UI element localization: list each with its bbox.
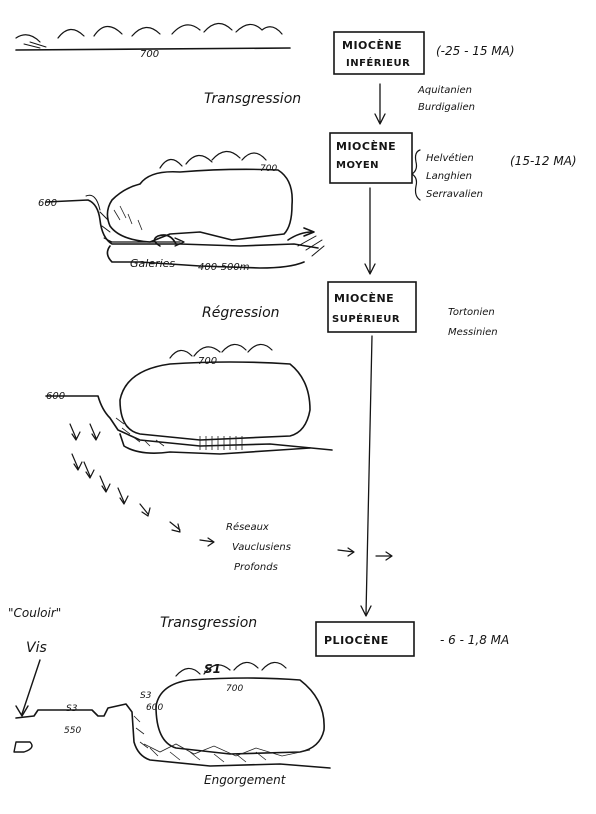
stage-2-label: MIOCÈNE bbox=[336, 140, 396, 153]
stage-3-sub-2: Messinien bbox=[448, 327, 498, 338]
stage-1-sublabel: INFÉRIEUR bbox=[346, 56, 410, 69]
reseaux-label-1: Réseaux bbox=[226, 521, 269, 533]
stage-box-3: MIOCÈNE SUPÉRIEUR bbox=[327, 281, 417, 333]
stage-2-sub-2: Langhien bbox=[426, 171, 472, 182]
stage-2-sub-3: Serravalien bbox=[426, 189, 483, 200]
sketch-2-depth: 400-500m bbox=[198, 262, 250, 273]
stage-box-4: PLIOCÈNE bbox=[315, 621, 415, 657]
sketch-3-massif: 700 600 bbox=[45, 343, 333, 455]
stage-box-2: MIOCÈNE MOYEN bbox=[329, 132, 413, 184]
sketch-2-galeries: Galeries bbox=[130, 257, 175, 270]
stage-4-label: PLIOCÈNE bbox=[324, 634, 389, 647]
stage-2-brace bbox=[411, 149, 421, 201]
sketch-4-couloir: "Couloir" bbox=[8, 606, 61, 620]
stage-3-sub-1: Tortonien bbox=[448, 307, 495, 318]
event-regression: Régression bbox=[202, 305, 280, 321]
sketch-1-surface: 700 bbox=[15, 22, 291, 60]
event-transgression-1: Transgression bbox=[204, 91, 301, 107]
sketch-2-altitude-left: 600 bbox=[38, 198, 57, 209]
stage-1-sub-2: Burdigalien bbox=[418, 102, 475, 113]
sketch-4-altitude-550: 550 bbox=[64, 726, 81, 736]
stage-box-1: MIOCÈNE INFÉRIEUR bbox=[333, 31, 425, 75]
stage-1-label: MIOCÈNE bbox=[342, 39, 402, 52]
sketch-4-s1: S1 bbox=[204, 662, 221, 676]
sketch-4-engorgement: Engorgement bbox=[204, 773, 287, 787]
stage-2-age: (15-12 MA) bbox=[510, 154, 577, 168]
sketch-4-s3-left: S3 bbox=[66, 704, 78, 714]
sketch-4-altitude-600: 600 bbox=[146, 703, 163, 713]
stage-4-age: - 6 - 1,8 MA bbox=[440, 633, 509, 647]
stage-2-sub-1: Helvétien bbox=[426, 152, 474, 164]
stage-1-sub-1: Aquitanien bbox=[417, 85, 472, 96]
stage-1-age: (-25 - 15 MA) bbox=[436, 44, 515, 58]
stage-3-label: MIOCÈNE bbox=[334, 292, 394, 305]
stage-2-sublabel: MOYEN bbox=[336, 160, 379, 171]
sketch-4-massif: "Couloir" Vis S1 700 S3 600 S3 550 Engor… bbox=[8, 606, 331, 787]
sketch-3-altitude-left: 600 bbox=[46, 391, 65, 402]
timeline-arrows bbox=[360, 83, 386, 617]
descending-arrows bbox=[69, 423, 393, 561]
sketch-2-massif: 700 600 Galeries 400-500m bbox=[38, 150, 325, 273]
sketch-2-altitude-top: 700 bbox=[260, 164, 277, 174]
stage-3-sublabel: SUPÉRIEUR bbox=[332, 312, 400, 325]
sketch-4-vis: Vis bbox=[26, 640, 47, 656]
reseaux-label-2: Vauclusiens bbox=[232, 542, 291, 553]
sketch-4-altitude-700: 700 bbox=[226, 684, 243, 694]
sketch-4-s3-right: S3 bbox=[140, 691, 152, 701]
sketch-1-altitude: 700 bbox=[140, 49, 159, 60]
event-transgression-2: Transgression bbox=[160, 615, 257, 631]
sketch-3-altitude-top: 700 bbox=[198, 356, 217, 367]
reseaux-label-3: Profonds bbox=[234, 562, 278, 573]
